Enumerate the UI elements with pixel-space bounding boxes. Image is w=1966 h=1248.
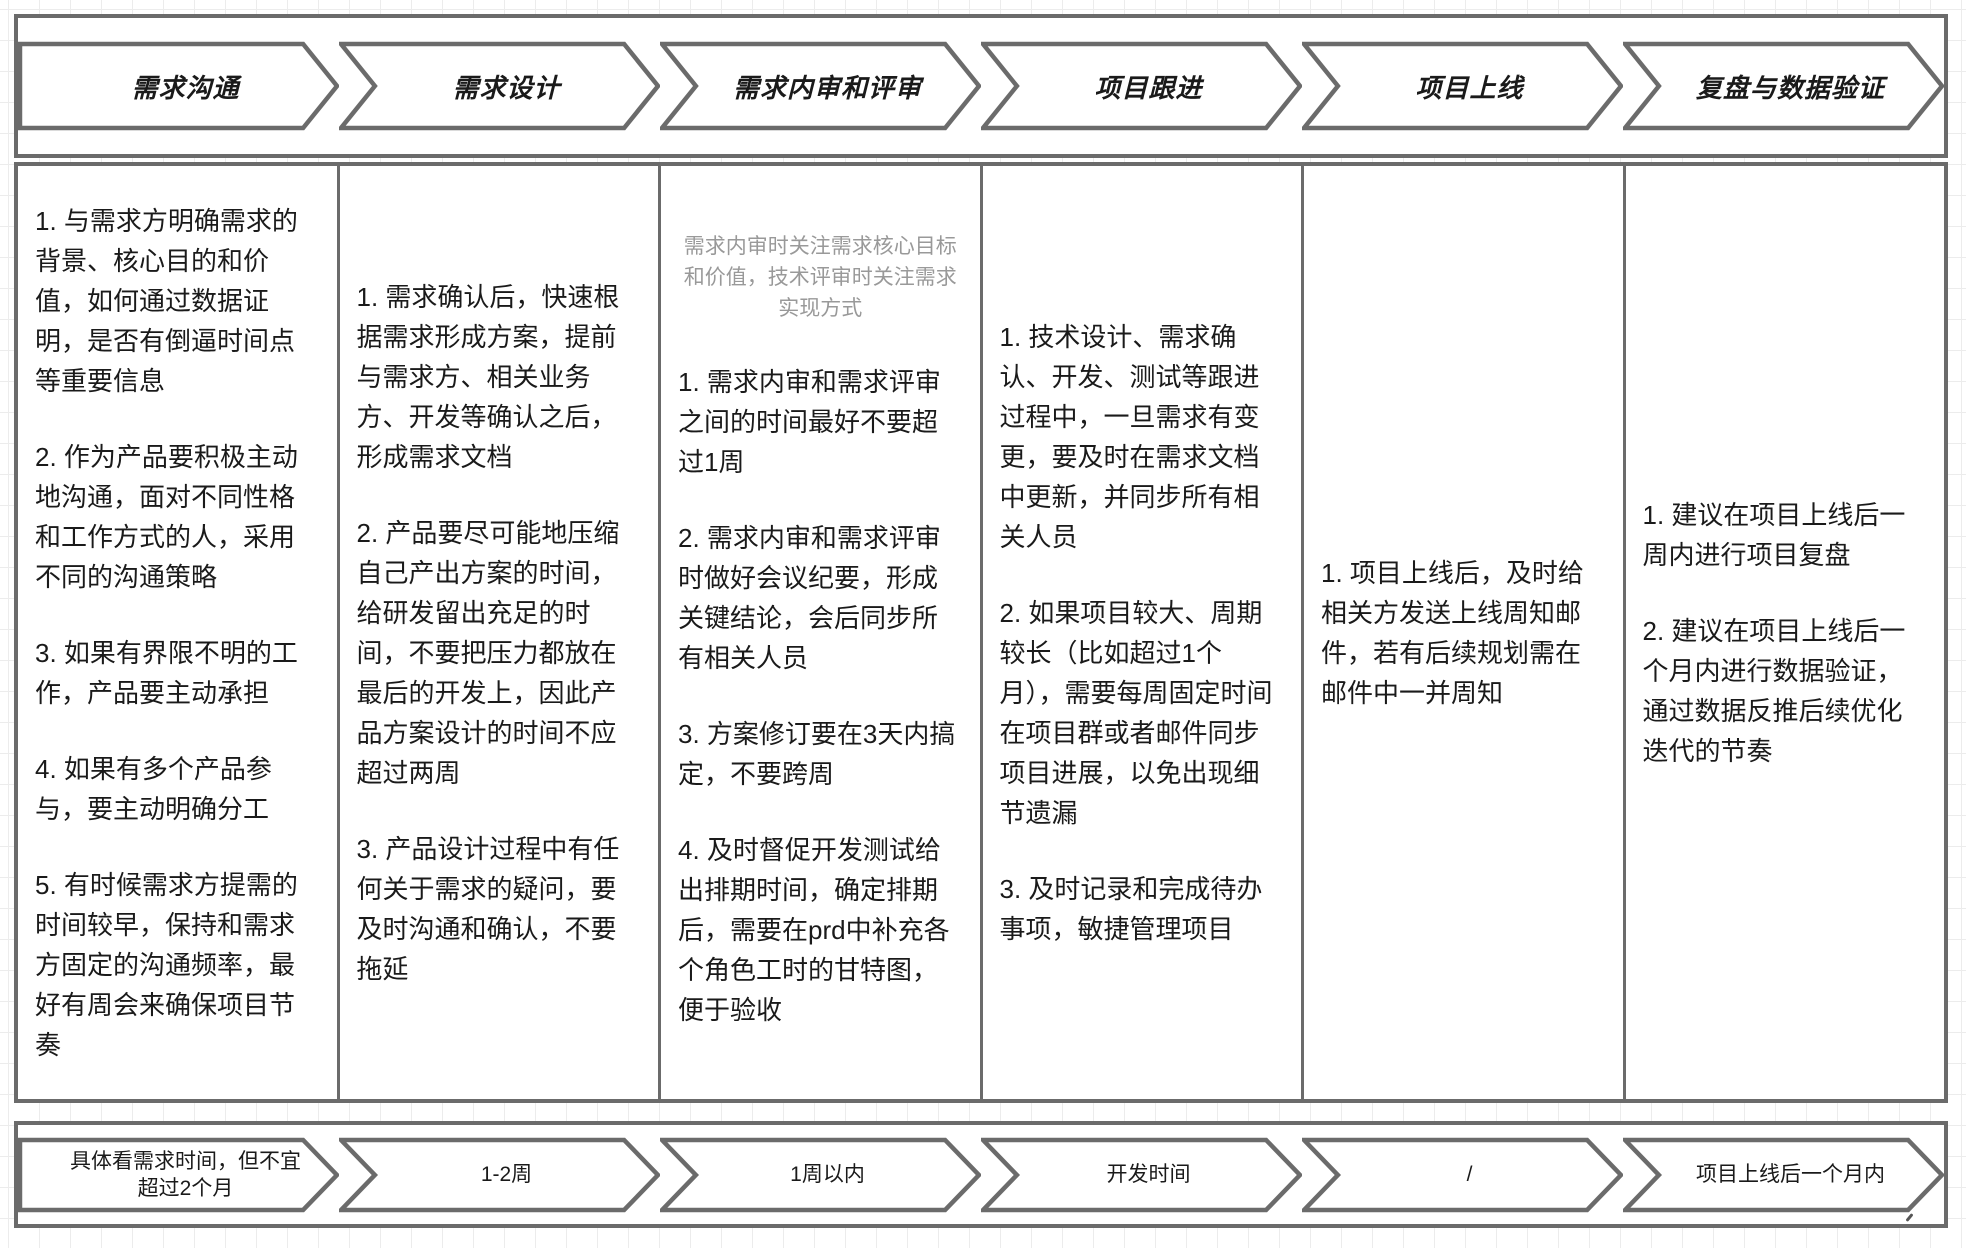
column-item: 1. 项目上线后，及时给相关方发送上线周知邮件，若有后续规划需在邮件中一并周知 bbox=[1321, 557, 1584, 708]
column-retrospective: 1. 建议在项目上线后一周内进行项目复盘 2. 建议在项目上线后一个月内进行数据… bbox=[1626, 166, 1945, 1099]
stage-label: 复盘与数据验证 bbox=[1695, 72, 1885, 103]
column-item: 3. 及时记录和完成待办事项，敏捷管理项目 bbox=[999, 873, 1263, 944]
chevron-arrow-icon bbox=[1302, 41, 1623, 131]
column-item: 3. 如果有界限不明的工作，产品要主动承担 bbox=[35, 637, 298, 708]
chevron-arrow-icon bbox=[1623, 41, 1944, 131]
column-note: 需求内审时关注需求核心目标和价值，技术评审时关注需求实现方式 bbox=[683, 235, 957, 320]
column-item: 3. 方案修订要在3天内搞定，不要跨周 bbox=[678, 719, 956, 789]
duration-label: / bbox=[1466, 1163, 1473, 1186]
duration-label: 项目上线后一个月内 bbox=[1696, 1163, 1885, 1186]
column-communication: 1. 与需求方明确需求的背景、核心目的和价值，如何通过数据证明，是否有倒逼时间点… bbox=[18, 166, 340, 1099]
duration-chevron-retrospective: 项目上线后一个月内 bbox=[1623, 1125, 1944, 1224]
stage-label: 需求设计 bbox=[452, 72, 561, 103]
column-item: 4. 及时督促开发测试给出排期时间，确定排期后，需要在prd中补充各个角色工时的… bbox=[678, 835, 950, 1025]
duration-chevron-design: 1-2周 bbox=[339, 1125, 660, 1224]
duration-chevron-communication: 具体看需求时间，但不宜超过2个月 bbox=[18, 1125, 339, 1224]
stage-chevron-design: 需求设计 bbox=[339, 18, 660, 154]
chevron-arrow-icon bbox=[981, 1137, 1302, 1212]
column-item: 5. 有时候需求方提需的时间较早，保持和需求方固定的沟通频率，最好有周会来确保项… bbox=[35, 869, 298, 1060]
column-item: 1. 技术设计、需求确认、开发、测试等跟进过程中，一旦需求有变更，要及时在需求文… bbox=[999, 321, 1260, 552]
duration-label: 1-2周 bbox=[480, 1163, 533, 1186]
chevron-arrow-icon bbox=[339, 41, 660, 131]
chevron-arrow-icon bbox=[339, 1137, 660, 1212]
stage-chevron-communication: 需求沟通 bbox=[18, 18, 339, 154]
column-followup: 1. 技术设计、需求确认、开发、测试等跟进过程中，一旦需求有变更，要及时在需求文… bbox=[983, 166, 1304, 1099]
column-launch: 1. 项目上线后，及时给相关方发送上线周知邮件，若有后续规划需在邮件中一并周知 bbox=[1304, 166, 1626, 1099]
stage-label: 项目上线 bbox=[1415, 72, 1524, 103]
column-item: 1. 与需求方明确需求的背景、核心目的和价值，如何通过数据证明，是否有倒逼时间点… bbox=[35, 205, 298, 396]
chevron-arrow-icon bbox=[1623, 1137, 1944, 1212]
duration-bar: 具体看需求时间，但不宜超过2个月 1-2周 1周以内 开发时间 / 项目上线后一… bbox=[14, 1121, 1948, 1228]
duration-chevron-followup: 开发时间 bbox=[981, 1125, 1302, 1224]
column-item: 2. 建议在项目上线后一个月内进行数据验证，通过数据反推后续优化迭代的节奏 bbox=[1642, 615, 1906, 766]
duration-label: 开发时间 bbox=[1106, 1163, 1191, 1186]
chevron-arrow-icon bbox=[18, 41, 339, 131]
stage-label: 需求沟通 bbox=[131, 72, 240, 103]
duration-chevron-launch: / bbox=[1302, 1125, 1623, 1224]
stage-label: 需求内审和评审 bbox=[732, 72, 922, 103]
column-design: 1. 需求确认后，快速根据需求形成方案，提前与需求方、相关业务方、开发等确认之后… bbox=[340, 166, 661, 1099]
chevron-arrow-icon bbox=[660, 1137, 981, 1212]
column-review: 需求内审时关注需求核心目标和价值，技术评审时关注需求实现方式 1. 需求内审和需… bbox=[661, 166, 983, 1099]
duration-label: 具体看需求时间，但不宜超过2个月 bbox=[70, 1149, 301, 1200]
column-item: 4. 如果有多个产品参与，要主动明确分工 bbox=[35, 753, 272, 824]
stage-details-box: 1. 与需求方明确需求的背景、核心目的和价值，如何通过数据证明，是否有倒逼时间点… bbox=[14, 162, 1948, 1103]
stage-label: 项目跟进 bbox=[1094, 72, 1203, 103]
stage-header-bar: 需求沟通 需求设计 需求内审和评审 项目跟进 项目上线 复盘与数据验证 bbox=[14, 14, 1948, 158]
chevron-arrow-icon bbox=[981, 41, 1302, 131]
chevron-arrow-icon bbox=[18, 1137, 339, 1212]
stage-chevron-review: 需求内审和评审 bbox=[660, 18, 981, 154]
stage-chevron-retrospective: 复盘与数据验证 bbox=[1623, 18, 1944, 154]
column-item: 2. 产品要尽可能地压缩自己产出方案的时间，给研发留出充足的时间，不要把压力都放… bbox=[356, 517, 620, 788]
chevron-arrow-icon bbox=[1302, 1137, 1623, 1212]
duration-label: 1周以内 bbox=[790, 1163, 865, 1186]
duration-chevron-review: 1周以内 bbox=[660, 1125, 981, 1224]
column-item: 2. 如果项目较大、周期较长（比如超过1个月），需要每周固定时间在项目群或者邮件… bbox=[999, 597, 1273, 828]
column-item: 1. 需求内审和需求评审之间的时间最好不要超过1周 bbox=[678, 367, 941, 477]
column-item: 1. 建议在项目上线后一周内进行项目复盘 bbox=[1642, 499, 1906, 570]
column-item: 1. 需求确认后，快速根据需求形成方案，提前与需求方、相关业务方、开发等确认之后… bbox=[356, 281, 620, 472]
process-flow-diagram: 需求沟通 需求设计 需求内审和评审 项目跟进 项目上线 复盘与数据验证 1. 与… bbox=[14, 14, 1948, 1228]
column-item: 3. 产品设计过程中有任何关于需求的疑问，要及时沟通和确认，不要拖延 bbox=[356, 833, 620, 984]
stage-chevron-followup: 项目跟进 bbox=[981, 18, 1302, 154]
column-item: 2. 需求内审和需求评审时做好会议纪要，形成关键结论，会后同步所有相关人员 bbox=[678, 523, 941, 673]
column-item: 2. 作为产品要积极主动地沟通，面对不同性格和工作方式的人，采用不同的沟通策略 bbox=[35, 441, 298, 592]
stage-chevron-launch: 项目上线 bbox=[1302, 18, 1623, 154]
chevron-arrow-icon bbox=[660, 41, 981, 131]
